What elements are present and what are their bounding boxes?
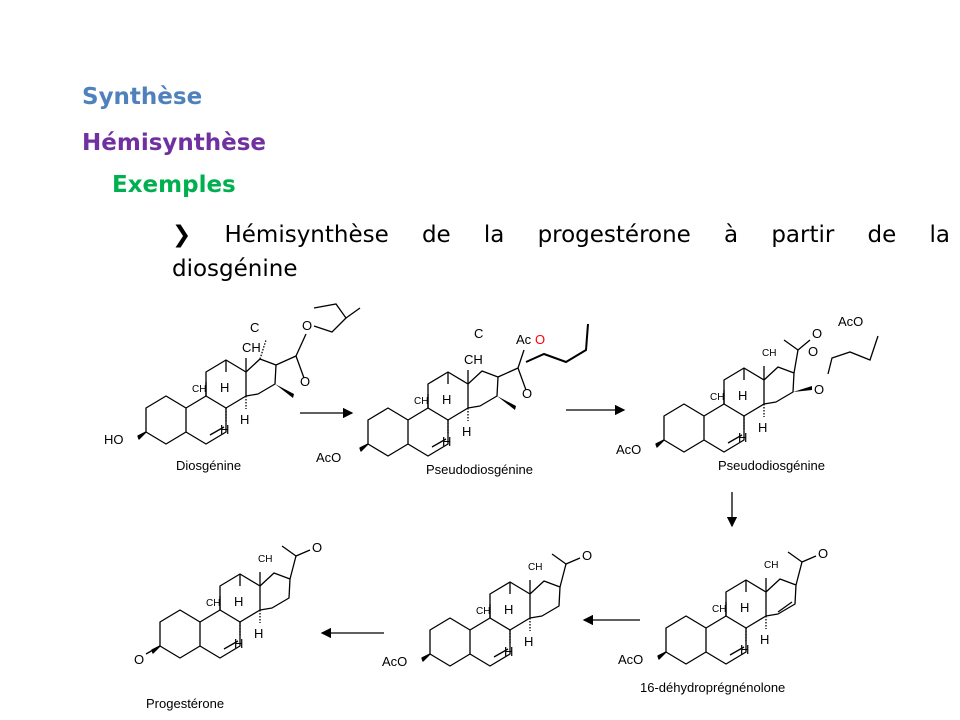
bullet-word: partir (771, 222, 835, 248)
bullet-line-2: diosgénine (172, 256, 298, 282)
atom-label: H (740, 642, 749, 657)
atom-label: O (818, 546, 828, 561)
atom-label: CH (206, 598, 220, 609)
atom-label: H (220, 422, 229, 437)
compound-name-progesterone: Progestérone (146, 696, 224, 711)
atom-label: CH (476, 606, 490, 617)
atom-label: H (738, 430, 747, 445)
structure-pseudodiosgenine-2: AcO O O O AcO H H H CH CH (616, 314, 879, 457)
structure-pregnenolone-acetate: AcO O H H H CH CH (382, 548, 592, 669)
atom-label: O (535, 332, 545, 347)
atom-label: H (740, 600, 749, 615)
atom-label: AcO (616, 442, 641, 457)
atom-label: O (808, 344, 818, 359)
heading-synthese: Synthèse (82, 84, 203, 110)
heading-hemisynthese: Hémisynthèse (82, 130, 267, 156)
atom-label: O (312, 540, 322, 555)
atom-label: H (234, 636, 243, 651)
compound-name-diosgenine: Diosgénine (176, 458, 241, 473)
atom-label: AcO (382, 654, 407, 669)
atom-label: HO (104, 432, 124, 447)
atom-label: O (582, 548, 592, 563)
atom-label: AcO (618, 652, 643, 667)
atom-label: H (234, 594, 243, 609)
structure-pseudodiosgenine-1: AcO O Ac O H H H CH CH C (316, 323, 589, 465)
atom-label: O (812, 326, 822, 341)
atom-label: AcO (316, 450, 341, 465)
compound-name-pseudodiosgenine-2: Pseudodiosgénine (718, 458, 825, 473)
atom-label: C (474, 326, 483, 341)
compound-name-16-dehydropregnenolone: 16-déhydroprégnénolone (640, 680, 785, 695)
atom-label: CH (764, 560, 778, 571)
atom-label: CH (192, 384, 206, 395)
atom-label: AcO (838, 314, 863, 329)
bullet-word: de (421, 222, 451, 248)
atom-label: H (442, 434, 451, 449)
atom-label: O (300, 374, 310, 389)
atom-label: CH (258, 554, 272, 565)
atom-label: O (134, 652, 144, 667)
atom-label: O (302, 318, 312, 333)
bullet-word: la (483, 222, 505, 248)
bullet-word: la (929, 222, 950, 248)
atom-label: C (250, 320, 259, 335)
chevron-right-icon: ❯ (172, 222, 192, 248)
atom-label: CH (414, 396, 428, 407)
atom-label: H (504, 602, 513, 617)
atom-label: H (220, 380, 229, 395)
atom-label: H (240, 412, 249, 427)
heading-exemples: Exemples (112, 172, 236, 198)
atom-label: H (738, 388, 747, 403)
atom-label: H (758, 420, 767, 435)
atom-label: CH (242, 340, 261, 355)
atom-label: H (254, 626, 263, 641)
atom-label: H (442, 392, 451, 407)
structure-16-dehydropregnenolone: AcO O H H H CH CH (618, 546, 828, 667)
compound-name-pseudodiosgenine-1: Pseudodiosgénine (426, 462, 533, 477)
bullet-item: ❯ Hémisynthèse de la progestérone à part… (172, 218, 950, 286)
atom-label: CH (528, 562, 542, 573)
bullet-word: de (867, 222, 897, 248)
atom-label: H (504, 644, 513, 659)
atom-label: H (524, 634, 533, 649)
bullet-word: à (724, 222, 739, 248)
atom-label: O (522, 386, 532, 401)
bullet-word: progestérone (537, 222, 691, 248)
atom-label: O (814, 382, 824, 397)
structure-progesterone: O O H H H CH CH (134, 540, 322, 667)
atom-label: Ac (516, 332, 532, 347)
atom-label: CH (762, 348, 776, 359)
atom-label: CH (464, 352, 483, 367)
structure-diosgenine: HO O O H H H CH CH C (104, 303, 361, 447)
atom-label: CH (710, 392, 724, 403)
bullet-word: Hémisynthèse (224, 222, 389, 248)
atom-label: H (462, 424, 471, 439)
bullet-line-1: ❯ Hémisynthèse de la progestérone à part… (172, 218, 950, 252)
atom-label: CH (712, 604, 726, 615)
atom-label: H (760, 632, 769, 647)
